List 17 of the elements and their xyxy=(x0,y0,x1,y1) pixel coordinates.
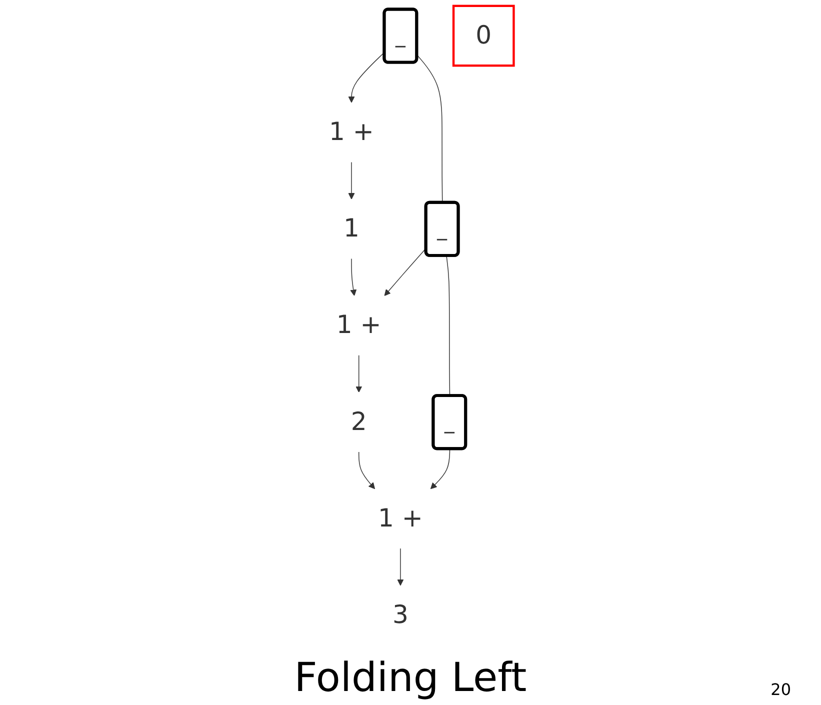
caption: Folding Left xyxy=(294,655,527,701)
connector xyxy=(446,255,450,396)
page-number: 20 xyxy=(770,680,791,699)
node-box: 0 xyxy=(452,4,515,67)
node-text: 2 xyxy=(351,406,368,436)
arrow xyxy=(358,452,376,490)
arrow xyxy=(430,448,450,490)
arrow xyxy=(348,162,355,200)
node-text: 1 xyxy=(344,214,360,244)
arrow xyxy=(397,548,404,586)
arrow xyxy=(356,355,362,393)
connector xyxy=(416,54,443,204)
node-text: 3 xyxy=(392,600,409,630)
node-text: 1 + xyxy=(329,117,374,147)
node-text: 1 + xyxy=(336,310,382,340)
arrow xyxy=(350,258,357,296)
node-text: 1 + xyxy=(378,504,424,534)
